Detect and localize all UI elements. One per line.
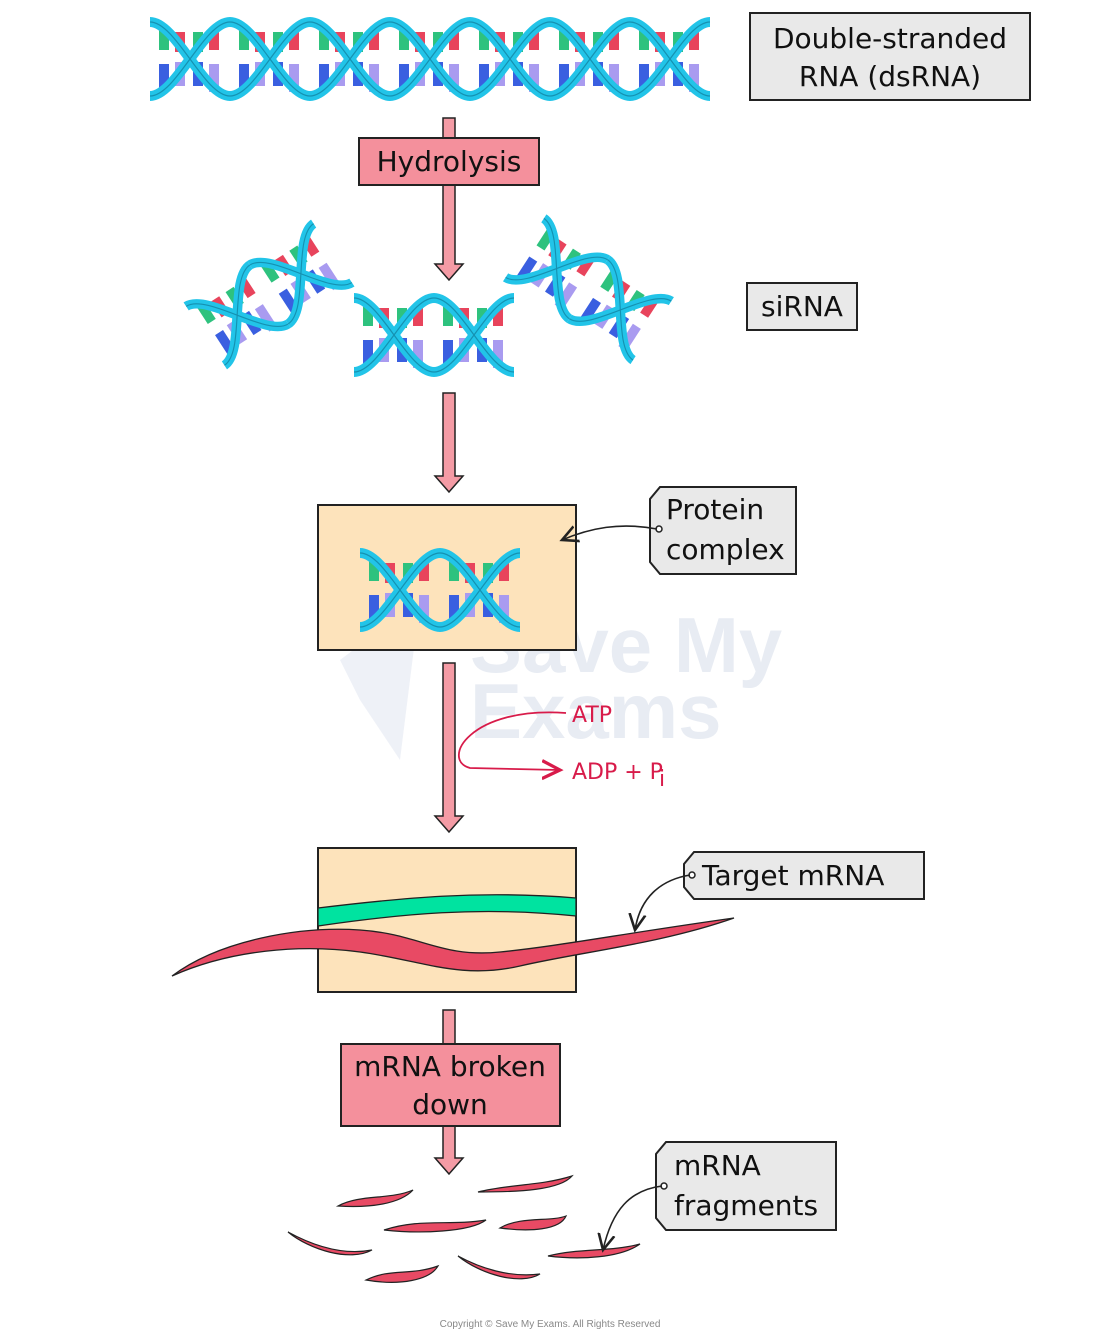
watermark-line-2: Exams — [470, 667, 722, 755]
dsrna-helix — [150, 22, 710, 96]
atp-reaction: ATP ADP + P i — [458, 703, 665, 792]
atp-label: ATP — [572, 703, 612, 728]
sirna-center — [354, 298, 514, 372]
mrna-fragments — [287, 1174, 641, 1283]
sirna-label: siRNA — [761, 290, 843, 323]
dsrna-label-line-2: RNA (dsRNA) — [799, 60, 981, 93]
adp-subscript: i — [659, 767, 665, 792]
mrna-fragments-label-box: mRNA fragments — [603, 1141, 837, 1250]
adp-label: ADP + P — [572, 760, 663, 785]
copyright: Copyright © Save My Exams. All Rights Re… — [440, 1319, 661, 1330]
mrna-broken-box: mRNA broken down — [340, 1043, 561, 1127]
hydrolysis-box: Hydrolysis — [358, 137, 540, 186]
arrow-atp — [433, 662, 465, 834]
dsrna-label-line-1: Double-stranded — [773, 22, 1007, 55]
mrna-broken-label-line-1: mRNA broken — [354, 1050, 546, 1083]
protein-complex-label-line-1: Protein — [666, 493, 764, 526]
arrow-to-complex — [433, 392, 465, 494]
hydrolysis-label: Hydrolysis — [377, 145, 522, 178]
target-mrna-label-box: Target mRNA — [635, 851, 925, 930]
complex-with-mrna — [171, 847, 735, 993]
protein-complex-label-line-2: complex — [666, 533, 785, 566]
target-mrna-label: Target mRNA — [701, 859, 884, 892]
protein-complex-label-box: Protein complex — [562, 486, 797, 575]
sirna-right — [506, 218, 672, 360]
sirna-label-box: siRNA — [746, 282, 858, 331]
protein-complex — [317, 504, 577, 651]
mrna-broken-label-line-2: down — [412, 1088, 488, 1121]
sirna-left — [186, 224, 352, 366]
dsrna-label-box: Double-stranded RNA (dsRNA) — [749, 12, 1031, 101]
mrna-fragments-label-line-1: mRNA — [674, 1149, 761, 1182]
mrna-fragments-label-line-2: fragments — [674, 1189, 818, 1222]
